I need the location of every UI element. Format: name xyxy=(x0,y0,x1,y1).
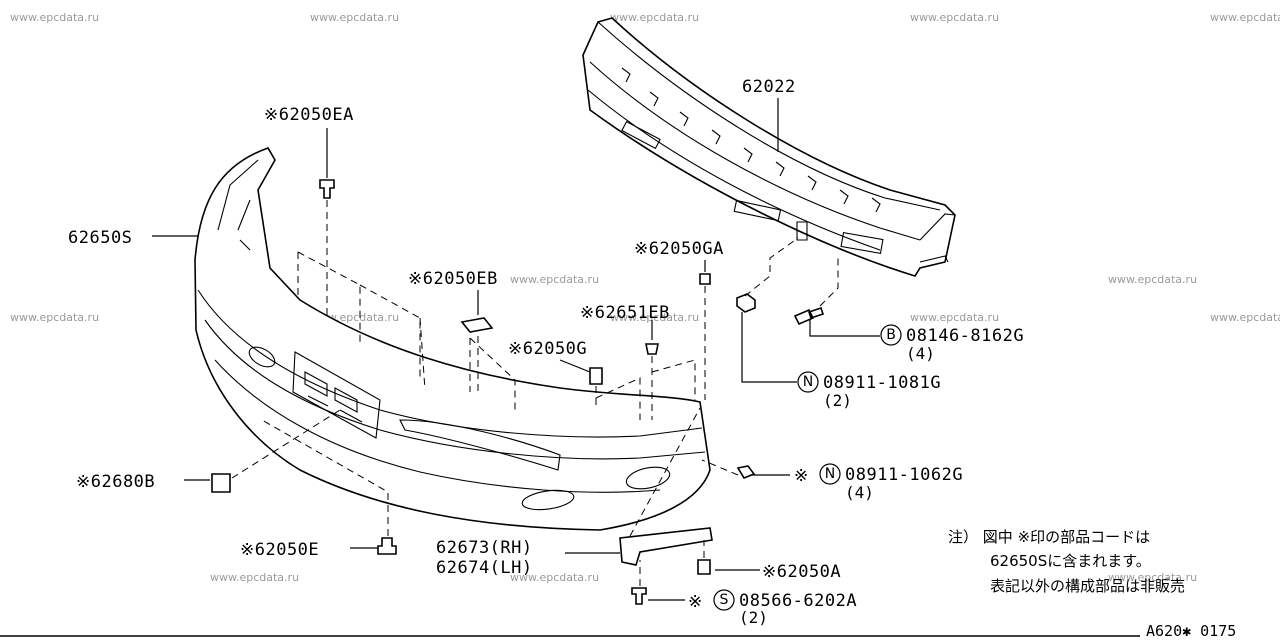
label-62050GA: ※62050GA xyxy=(634,239,724,259)
labels: 62650S ※62050EA 62022 ※62050GA ※62050EB … xyxy=(68,77,1024,627)
watermark: www.epcdata.ru xyxy=(1210,311,1280,324)
watermark: www.epcdata.ru xyxy=(610,11,699,24)
clip-62050GA xyxy=(699,260,711,400)
nut2-star: ※ xyxy=(794,466,809,486)
label-nut2-code: 08911-1062G xyxy=(845,465,963,485)
bracket-62673-62674 xyxy=(565,407,713,566)
clip-62050EA xyxy=(319,128,335,318)
label-screw-code: 08566-6202A xyxy=(739,591,857,611)
label-62022: 62022 xyxy=(742,77,796,97)
label-62680B: ※62680B xyxy=(76,472,155,492)
watermark: www.epcdata.ru xyxy=(1210,11,1280,24)
note-line-3: 表記以外の構成部品は非販売 xyxy=(990,577,1185,595)
clip-62651EB xyxy=(645,320,659,420)
nut1-prefix: N xyxy=(803,374,813,390)
label-62050EA: ※62050EA xyxy=(264,105,354,125)
label-nut2-qty: (4) xyxy=(845,483,874,502)
label-62050E: ※62050E xyxy=(240,540,319,560)
clip-location-guides xyxy=(297,251,696,420)
watermark: www.epcdata.ru xyxy=(610,311,699,324)
label-62050EB: ※62050EB xyxy=(408,269,498,289)
screw-08566 xyxy=(631,560,685,605)
screw-prefix: S xyxy=(720,592,729,608)
label-screw-qty: (2) xyxy=(739,608,768,627)
label-62674: 62674(LH) xyxy=(436,558,533,578)
label-62673: 62673(RH) xyxy=(436,538,533,558)
watermark: www.epcdata.ru xyxy=(310,11,399,24)
clip-62050E xyxy=(261,419,397,555)
watermark: www.epcdata.ru xyxy=(10,311,99,324)
note-line-2: 62650Sに含まれます。 xyxy=(990,552,1151,570)
watermark: www.epcdata.ru xyxy=(1108,273,1197,286)
watermark: www.epcdata.ru xyxy=(10,11,99,24)
label-nut1-code: 08911-1081G xyxy=(823,373,941,393)
bolt-08146 xyxy=(793,258,880,337)
nut-08911-1081G xyxy=(736,237,799,383)
nut2-circle-marker xyxy=(819,463,841,485)
watermark: www.epcdata.ru xyxy=(1108,571,1197,584)
bolt-prefix: B xyxy=(886,327,896,343)
nut2-prefix: N xyxy=(825,466,835,482)
screw-star: ※ xyxy=(688,592,703,612)
label-62651EB: ※62651EB xyxy=(580,303,670,323)
watermark: www.epcdata.ru xyxy=(910,11,999,24)
label-62650S: 62650S xyxy=(68,228,132,248)
clip-62050G xyxy=(559,359,603,410)
label-nut1-qty: (2) xyxy=(823,391,852,410)
clip-62050EB xyxy=(460,290,494,392)
bumper-reinforcement xyxy=(582,17,956,277)
watermark: www.epcdata.ru xyxy=(210,571,299,584)
nut1-circle-marker xyxy=(797,371,819,393)
note-line-1: 注） 図中 ※印の部品コードは xyxy=(948,528,1150,546)
label-bolt-qty: (4) xyxy=(906,344,935,363)
watermark: www.epcdata.ru xyxy=(910,311,999,324)
watermark: www.epcdata.ru xyxy=(510,273,599,286)
footnote: 注） 図中 ※印の部品コードは 62650Sに含まれます。 表記以外の構成部品は… xyxy=(948,528,1185,595)
bumper-fascia xyxy=(152,147,711,531)
clip-62680B xyxy=(184,409,341,493)
bolt-circle-marker xyxy=(880,324,902,346)
clip-62050A xyxy=(697,540,760,575)
nut-08911-1062G xyxy=(701,459,790,479)
label-62050G: ※62050G xyxy=(508,339,587,359)
watermarks: www.epcdata.ru www.epcdata.ru www.epcdat… xyxy=(10,11,1280,584)
screw-circle-marker xyxy=(713,589,735,611)
page-code: A620✱ 0175 xyxy=(1146,622,1236,640)
label-62050A: ※62050A xyxy=(762,562,841,582)
watermark: www.epcdata.ru xyxy=(510,571,599,584)
label-bolt-code: 08146-8162G xyxy=(906,326,1024,346)
